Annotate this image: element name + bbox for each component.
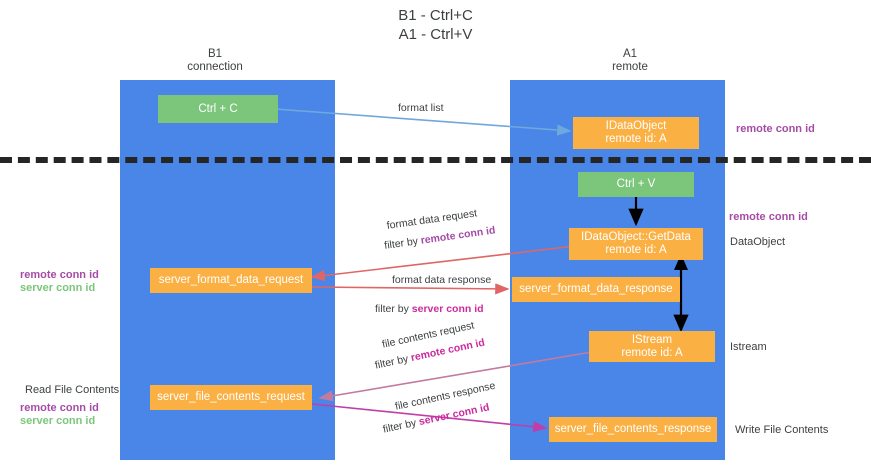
title-line-2: A1 - Ctrl+V [398, 26, 473, 43]
filter-prefix: filter by [383, 234, 422, 252]
node-ctrl-c[interactable]: Ctrl + C [158, 95, 278, 123]
side-label-istream: Istream [730, 341, 767, 353]
side-label-write-file-contents: Write File Contents [735, 424, 829, 436]
node-server-file-contents-request-label: server_file_contents_request [157, 391, 305, 403]
filter-prefix: filter by [381, 416, 421, 436]
filter-prefix: filter by [375, 303, 412, 315]
filter-prefix: filter by [373, 352, 413, 372]
side-label-remote-conn-id-mid: remote conn id [729, 211, 808, 223]
node-ctrl-c-label: Ctrl + C [198, 102, 238, 115]
diagram-title: B1 - Ctrl+C A1 - Ctrl+V [0, 6, 871, 44]
node-server-file-contents-request[interactable]: server_file_contents_request [150, 385, 312, 410]
column-a1-sub: remote [612, 61, 648, 73]
side-label-read-file-contents: Read File Contents [25, 384, 120, 396]
side-label-remote-conn-id-top: remote conn id [736, 123, 815, 135]
column-caption-a1: A1 remote [560, 48, 700, 74]
node-istream-line-2: remote id: A [621, 346, 683, 359]
node-server-format-data-response[interactable]: server_format_data_response [512, 277, 680, 302]
node-idataobject[interactable]: IDataObject remote id: A [573, 117, 699, 149]
node-ctrl-v[interactable]: Ctrl + V [578, 172, 694, 197]
node-getdata-line-1: IDataObject::GetData [581, 231, 691, 243]
column-a1-name: A1 [622, 48, 638, 60]
node-istream[interactable]: IStream remote id: A [589, 331, 715, 362]
side-label-server-conn-id-left-1: server conn id [20, 282, 96, 294]
column-b1-sub: connection [187, 61, 243, 73]
node-idataobject-line-2: remote id: A [605, 133, 667, 145]
side-label-remote-conn-id-left-2: remote conn id [20, 402, 99, 414]
phase-separator [0, 157, 871, 163]
node-server-file-contents-response[interactable]: server_file_contents_response [549, 417, 717, 442]
node-server-format-data-request[interactable]: server_format_data_request [150, 268, 312, 293]
side-label-remote-conn-id-left-1: remote conn id [20, 269, 99, 281]
node-server-format-data-response-label: server_format_data_response [519, 283, 673, 295]
title-line-1: B1 - Ctrl+C [398, 7, 473, 24]
side-label-server-conn-id-left-2: server conn id [20, 415, 96, 427]
node-ctrl-v-label: Ctrl + V [616, 178, 656, 190]
node-idataobject-line-1: IDataObject [605, 120, 667, 132]
filter-key-server-conn-id: server conn id [411, 303, 484, 315]
node-istream-line-1: IStream [631, 333, 673, 346]
side-label-dataobject: DataObject [730, 236, 786, 248]
column-caption-b1: B1 connection [145, 48, 285, 74]
node-server-file-contents-response-label: server_file_contents_response [554, 423, 712, 435]
node-getdata-line-2: remote id: A [605, 244, 667, 256]
column-b1-name: B1 [207, 48, 223, 60]
node-idataobject-getdata[interactable]: IDataObject::GetData remote id: A [569, 228, 703, 260]
edge-label-format-data-response-filter: filter by server conn id [375, 299, 484, 317]
node-server-format-data-request-label: server_format_data_request [158, 274, 304, 286]
edge-label-format-list: format list [398, 102, 444, 114]
edge-label-format-data-response: format data response [392, 274, 492, 286]
